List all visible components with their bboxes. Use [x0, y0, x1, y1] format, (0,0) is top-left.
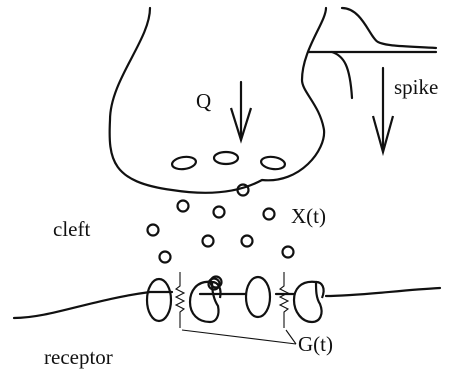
q-label: Q	[196, 89, 211, 113]
postsynaptic-membrane	[14, 288, 440, 318]
receptor-channels	[147, 277, 324, 322]
g-of-t-label: G(t)	[298, 332, 333, 356]
g-leader-lines	[182, 330, 296, 344]
neurotransmitter-molecules	[148, 185, 294, 288]
release-arrow	[231, 82, 251, 140]
spike-arrow	[373, 68, 393, 152]
conductance-resistors	[176, 272, 288, 328]
vesicles	[171, 152, 285, 171]
cleft-label: cleft	[53, 217, 90, 241]
presynaptic-terminal-outline	[110, 8, 326, 193]
spike-label: spike	[394, 75, 438, 99]
receptor-label: receptor	[44, 345, 113, 369]
x-of-t-label: X(t)	[291, 204, 326, 228]
